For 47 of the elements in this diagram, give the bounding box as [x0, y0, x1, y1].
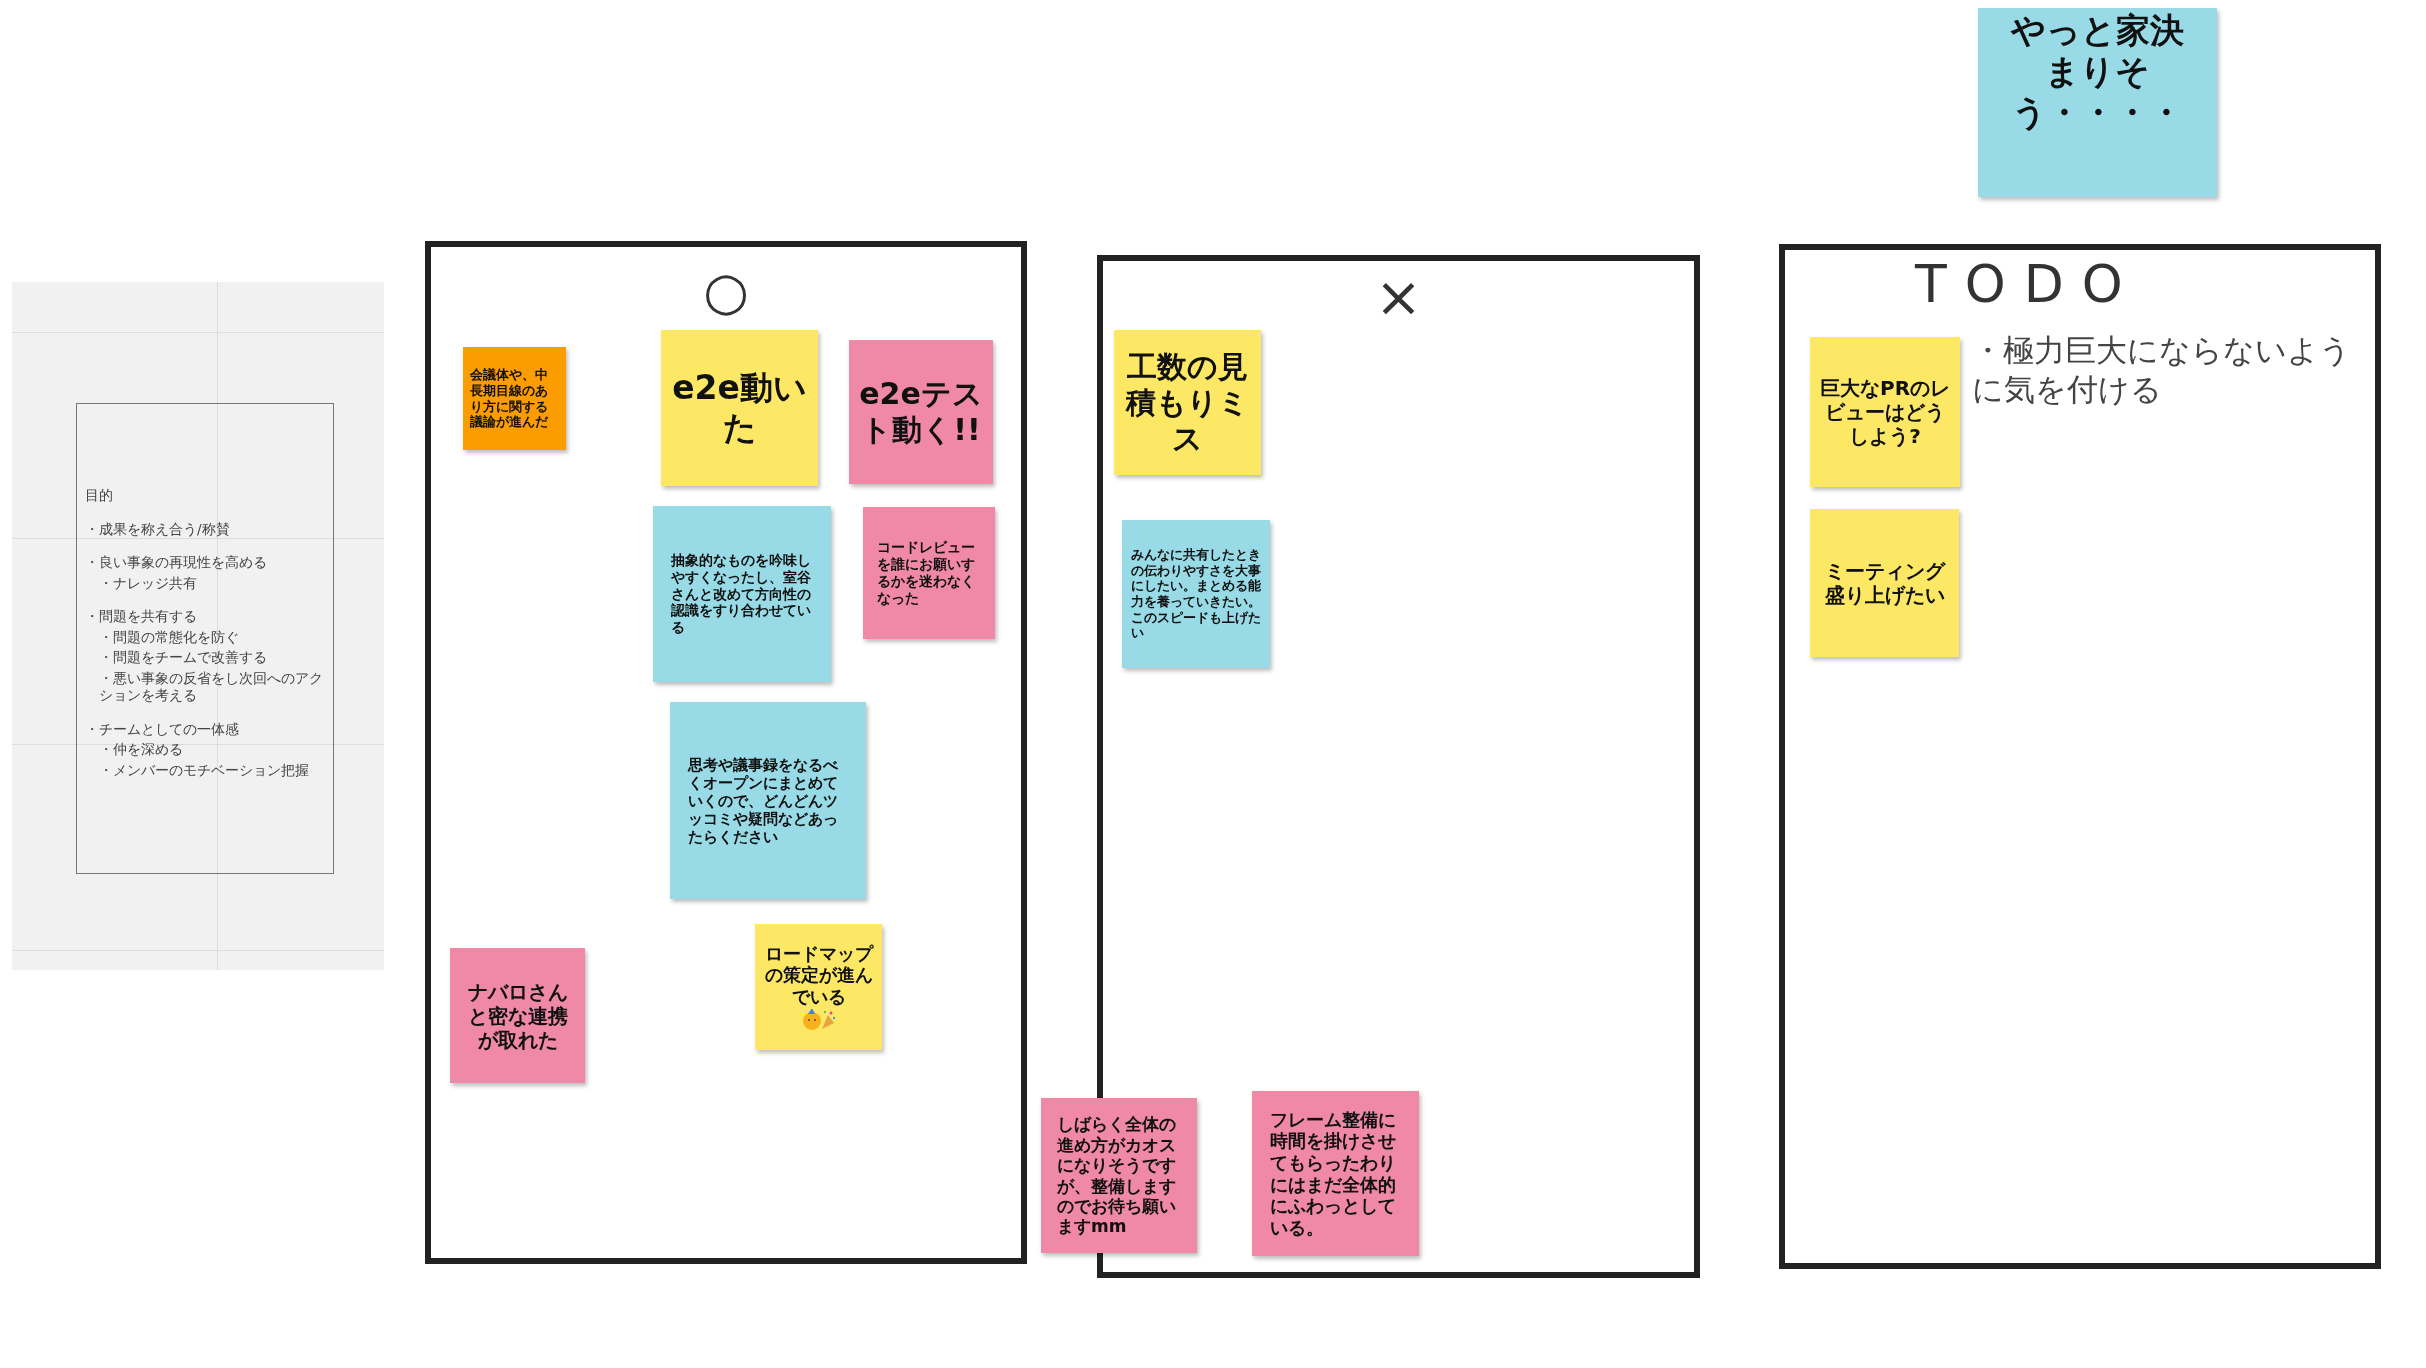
- note-text: 巨大なPRのレビューはどうしよう?: [1818, 376, 1952, 448]
- column-heading: TODO: [1915, 258, 2141, 310]
- sticky-note: [670, 702, 866, 899]
- sticky-note: [463, 347, 566, 450]
- list-item: ・ナレッジ共有: [98, 574, 198, 593]
- sticky-note: [653, 506, 831, 682]
- list-item: ・メンバーのモチベーション把握: [98, 762, 310, 780]
- sticky-note: [450, 948, 585, 1083]
- list-item: ・成果を称え合う/称賛: [85, 520, 231, 539]
- note-text: 工数の見積もりミス: [1126, 348, 1249, 457]
- note-text: 会議体や、中長期目線のあり方に関する議論が進んだ: [470, 367, 549, 430]
- sticky-note: [863, 507, 995, 639]
- note-text: みんなに共有したときの伝わりやすさを大事にしたい。まとめる能力を養っていきたい。このスピードも上げたい: [1131, 547, 1261, 641]
- list-item: ・問題の常態化を防ぐ: [98, 628, 240, 647]
- sticky-note: [1114, 330, 1261, 475]
- list-item: ・良い事象の再現性を高める: [85, 554, 268, 572]
- note-text: e2eテスト動く!!: [858, 376, 984, 448]
- column-frame: [1779, 244, 2381, 1269]
- list-item: ・問題をチームで改善する: [98, 649, 268, 667]
- sticky-note: [661, 330, 818, 486]
- sticky-note: [755, 924, 882, 1050]
- list-item: ・問題を共有する: [85, 608, 198, 626]
- note-label: ・極力巨大にならないように気を付ける: [1972, 331, 2352, 409]
- note-text: フレーム整備に時間を掛けさせてもらったわりにはまだ全体的にふわっとしている。: [1270, 1108, 1397, 1239]
- sticky-note: [1122, 520, 1270, 668]
- sticky-note: [1810, 509, 1959, 657]
- text-frame: [76, 403, 334, 874]
- sticky-note: [1978, 8, 2217, 197]
- column-frame: [425, 241, 1027, 1264]
- note-text: 抽象的なものを吟味しやすくなったし、室谷さんと改めて方向性の認識をすり合わせている: [671, 552, 812, 636]
- sticky-note: [849, 340, 993, 484]
- column-heading: ○: [702, 265, 750, 317]
- note-text: ロードマップの策定が進んでいる: [763, 942, 874, 1008]
- sticky-note: [1252, 1091, 1419, 1256]
- note-text: ナバロさんと密な連携が取れた: [466, 979, 569, 1052]
- column-heading: ×: [1374, 269, 1423, 325]
- note-text: 思考や議事録をなるべくオープンにまとめていくので、どんどんツッコミや疑問などあったらください: [688, 755, 839, 846]
- sticky-note: [1041, 1098, 1197, 1253]
- note-text: e2e動いた: [671, 368, 808, 448]
- note-text: ミーティング盛り上げたい: [1823, 559, 1947, 607]
- note-text: コードレビューを誰にお願いするかを迷わなくなった: [877, 539, 976, 607]
- list-item: ・チームとしての一体感: [85, 720, 240, 739]
- list-heading: 目的: [85, 487, 114, 505]
- note-text: やっと家決まりそう・・・・: [2009, 10, 2185, 133]
- note-text: しばらく全体の進め方がカオスになりそうですが、整備しますのでお待ち願いますmm: [1057, 1114, 1177, 1237]
- list-item: ・悪い事象の反省をし次回へのアクションを考える: [98, 669, 324, 705]
- list-item: ・仲を深める: [98, 741, 184, 759]
